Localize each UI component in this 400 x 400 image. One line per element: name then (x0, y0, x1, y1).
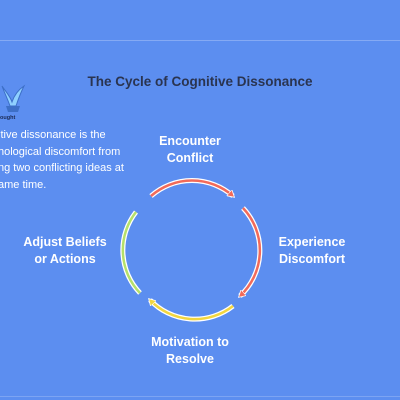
node-label: Conflict (166, 150, 214, 165)
bottom-divider (0, 396, 400, 397)
description-text: itive dissonance is the hological discom… (0, 127, 138, 193)
diagram-title: The Cycle of Cognitive Dissonance (87, 74, 313, 89)
node-label: Encounter (159, 134, 221, 148)
description-line: ame time. (0, 178, 47, 191)
node-experience-discomfort: Experience Discomfort (262, 234, 362, 267)
node-label: or Actions (34, 251, 96, 266)
node-motivation-to-resolve: Motivation to Resolve (130, 334, 250, 367)
brain-logo-icon (1, 84, 26, 112)
description-line: ng two conflicting ideas at (0, 162, 124, 174)
node-label: Discomfort (279, 251, 345, 266)
top-divider (0, 40, 400, 41)
description-line: hological discomfort from (0, 145, 121, 158)
arc-motivation-to-adjust (150, 300, 234, 321)
logo-text: ought (0, 115, 16, 121)
arc-adjust-to-encounter (121, 211, 141, 294)
node-label: Adjust Beliefs (23, 235, 107, 249)
arc-experience-to-motivation (240, 207, 262, 296)
description-line: itive dissonance is the (0, 129, 106, 141)
arc-encounter-to-experience-top (150, 179, 233, 196)
node-label: Experience (278, 235, 346, 249)
node-encounter-conflict: Encounter Conflict (130, 133, 250, 166)
node-label: Resolve (166, 351, 214, 366)
node-label: Motivation to (151, 335, 229, 349)
node-adjust-beliefs: Adjust Beliefs or Actions (10, 234, 120, 267)
